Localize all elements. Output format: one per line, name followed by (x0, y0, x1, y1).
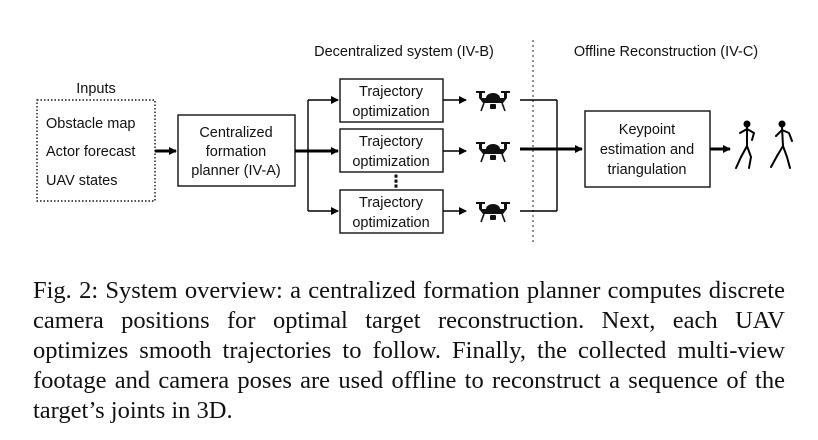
traj-ellipsis: ⋮ (388, 172, 405, 191)
input-uav-states: UAV states (46, 173, 117, 189)
decentralized-header: Decentralized system (IV-B) (314, 44, 494, 60)
skeleton-icon (735, 120, 755, 169)
skeleton-icon (770, 120, 793, 169)
keypoint-line-2: estimation and (600, 142, 694, 158)
input-obstacle-map: Obstacle map (46, 116, 135, 132)
planner-line-1: Centralized (199, 125, 272, 141)
traj-3-line-1: Trajectory (359, 195, 424, 211)
input-actor-forecast: Actor forecast (46, 144, 135, 160)
drone-icon (475, 201, 511, 223)
figure-caption: Fig. 2: System overview: a centralized f… (33, 277, 785, 424)
planner-line-2: formation (206, 144, 266, 160)
traj-2-line-2: optimization (352, 154, 429, 170)
planner-line-3: planner (IV-A) (191, 163, 280, 179)
system-overview-diagram: Decentralized system (IV-B) Offline Reco… (36, 40, 793, 245)
traj-1-line-1: Trajectory (359, 84, 424, 100)
traj-2-line-1: Trajectory (359, 134, 424, 150)
keypoint-line-3: triangulation (608, 162, 687, 178)
traj-3-line-2: optimization (352, 215, 429, 231)
keypoint-line-1: Keypoint (619, 122, 675, 138)
drone-icon (475, 141, 511, 163)
inputs-title: Inputs (76, 81, 116, 97)
offline-header: Offline Reconstruction (IV-C) (574, 44, 758, 60)
traj-1-line-2: optimization (352, 104, 429, 120)
drone-icon (475, 90, 511, 112)
